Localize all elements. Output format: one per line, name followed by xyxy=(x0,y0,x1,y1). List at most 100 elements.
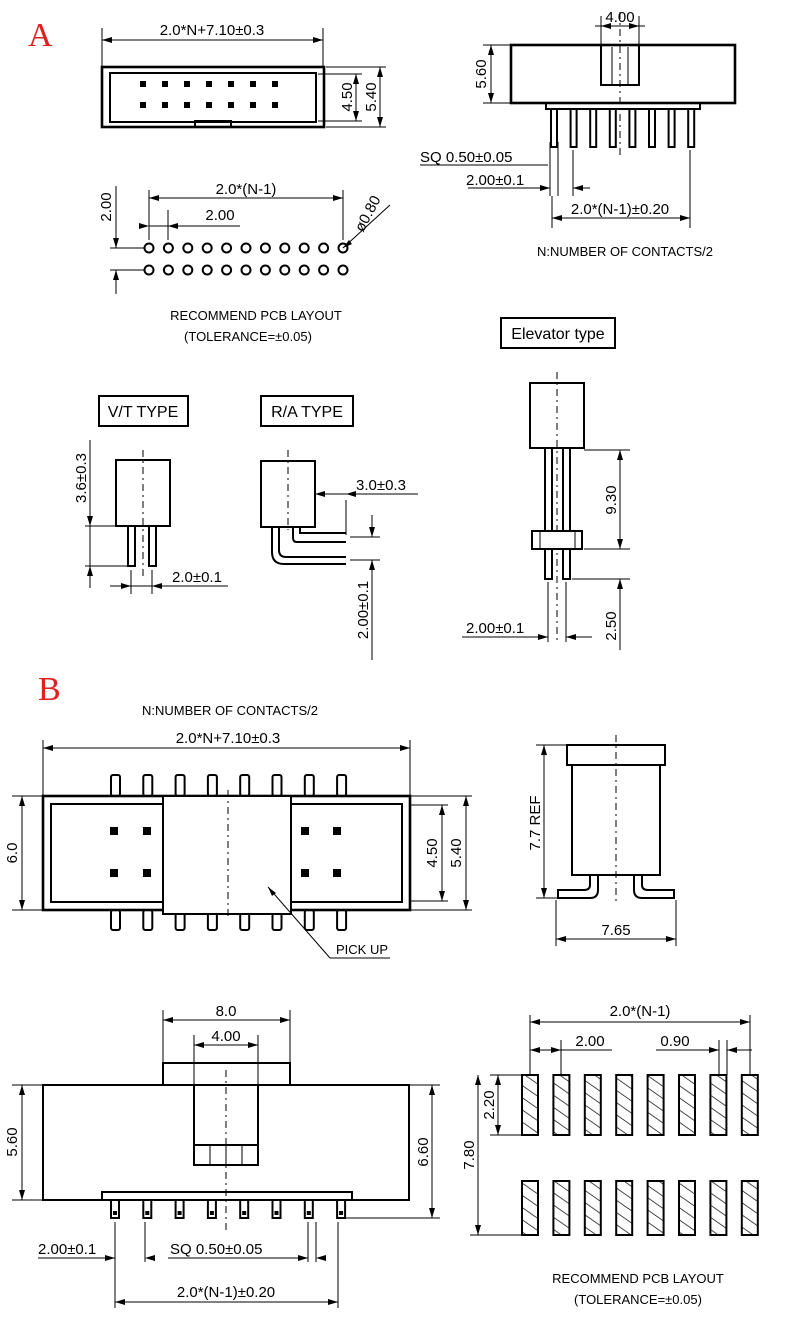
a-top-view: 2.0*N+7.10±0.3 4.50 5.40 xyxy=(100,22,386,129)
b-front-pin-tip xyxy=(145,1211,150,1215)
b-front-pin-tip xyxy=(339,1211,344,1215)
b-pcb-layout: 2.0*(N-1) 2.00 0.90 2.20 7.80 RECOMMEND … xyxy=(461,1003,759,1307)
a-pcb-hole xyxy=(182,264,194,276)
a-top-pin xyxy=(162,81,168,87)
b-top-pin xyxy=(239,774,251,797)
a-vt-height-label: 3.6±0.3 xyxy=(73,453,90,503)
b-pcb-pad xyxy=(646,1180,665,1236)
a-vt-pitch-label: 2.0±0.1 xyxy=(172,569,222,586)
a-side-pin xyxy=(550,108,558,148)
a-pcb-hole xyxy=(221,242,233,254)
b-pcb-pitch-label: 2.00 xyxy=(575,1033,604,1050)
a-top-h2-label: 5.40 xyxy=(363,82,380,111)
a-top-pin xyxy=(184,81,190,87)
b-pcb-pad xyxy=(521,1180,539,1236)
a-pcb-hole xyxy=(182,242,194,254)
b-pcb-pad xyxy=(615,1180,634,1236)
b-front-pin-tip xyxy=(242,1211,247,1215)
b-pcb-pad-label: 0.90 xyxy=(660,1033,689,1050)
a-pcb-hole xyxy=(240,242,252,254)
a-pcb-tolerance: (TOLERANCE=±0.05) xyxy=(184,329,312,344)
a-top-h1-label: 4.50 xyxy=(339,82,356,111)
a-side-sq-label: SQ 0.50±0.05 xyxy=(420,149,512,166)
a-elevator-type: Elevator type 9.30 2.50 2.00±0.1 xyxy=(462,317,630,650)
b-front-pin-tip xyxy=(209,1211,214,1215)
b-pcb-pad xyxy=(740,1074,759,1136)
a-side-pin xyxy=(628,108,637,148)
a-top-pin xyxy=(250,81,256,87)
a-elevator-tail-label: 2.50 xyxy=(603,611,620,640)
b-front-pin xyxy=(174,1199,185,1219)
a-pcb-hole xyxy=(143,264,155,276)
b-pcb-pad-h-label: 2.20 xyxy=(481,1090,498,1119)
a-top-pin xyxy=(140,81,146,87)
b-front-pin xyxy=(303,1199,314,1219)
a-top-pin xyxy=(228,81,234,87)
b-top-h1-label: 4.50 xyxy=(424,838,441,867)
a-pcb-hole xyxy=(162,242,174,254)
b-front-pin-tip xyxy=(274,1211,279,1215)
a-pcb-title: RECOMMEND PCB LAYOUT xyxy=(170,308,342,323)
b-front-view: 8.0 4.00 5.60 6.60 2.00± xyxy=(4,1003,440,1308)
a-side-view: 4.00 5.60 SQ 0.50±0.05 2.00±0.1 2.0*(N-1… xyxy=(420,9,737,259)
b-front-pin xyxy=(336,1199,347,1219)
b-pcb-pad xyxy=(552,1074,571,1136)
a-pcb-hole xyxy=(337,264,349,276)
a-elevator-title: Elevator type xyxy=(511,326,604,343)
b-top-pin xyxy=(336,774,348,797)
a-vt-type: V/T TYPE 3.6±0.3 2.0±0.1 xyxy=(73,395,228,594)
a-pcb-pitch-label: 2.00 xyxy=(205,207,234,224)
b-top-pin xyxy=(174,774,186,797)
a-side-pin xyxy=(648,108,656,148)
a-pcb-hole xyxy=(143,242,155,254)
b-pcb-pad xyxy=(678,1180,696,1236)
section-label-a: A xyxy=(28,17,53,54)
a-pcb-hole xyxy=(259,242,271,254)
a-elevator-pitch-label: 2.00±0.1 xyxy=(466,620,524,637)
a-pcb-hole xyxy=(201,242,213,254)
b-front-pin xyxy=(206,1199,217,1219)
b-top-h2-label: 5.40 xyxy=(448,838,465,867)
b-top-pin xyxy=(271,774,283,797)
b-pcb-pad xyxy=(615,1074,634,1136)
a-pcb-hole xyxy=(201,264,213,276)
a-pcb-hole xyxy=(318,264,330,276)
a-top-pin xyxy=(250,102,256,108)
a-top-pin xyxy=(206,102,212,108)
a-elevator-height-label: 9.30 xyxy=(603,485,620,514)
a-pcb-hole xyxy=(221,264,233,276)
a-top-pin xyxy=(272,81,278,87)
b-front-w2-label: 4.00 xyxy=(211,1028,240,1045)
b-pcb-pad xyxy=(646,1074,665,1136)
a-top-pin xyxy=(162,102,168,108)
b-pcb-span-label: 2.0*(N-1) xyxy=(610,1003,671,1020)
b-front-pin-tip xyxy=(177,1211,182,1215)
a-top-pin xyxy=(206,81,212,87)
b-pcb-pad xyxy=(583,1180,602,1236)
b-pcb-pad xyxy=(709,1074,728,1136)
b-front-h1-label: 5.60 xyxy=(4,1127,21,1156)
b-pcb-title: RECOMMEND PCB LAYOUT xyxy=(552,1271,724,1286)
b-pcb-pad xyxy=(740,1180,759,1236)
b-front-sq-label: SQ 0.50±0.05 xyxy=(170,1241,262,1258)
b-pcb-tolerance: (TOLERANCE=±0.05) xyxy=(574,1292,702,1307)
a-pcb-layout: 2.0*(N-1) 2.00 2.00 ø0.80 RECOMMEND PCB … xyxy=(98,181,391,344)
b-top-pin xyxy=(142,909,154,931)
b-front-pin xyxy=(110,1199,120,1219)
b-pcb-pad xyxy=(709,1180,728,1236)
b-pcb-pad xyxy=(552,1180,571,1236)
a-pcb-hole xyxy=(240,264,252,276)
a-pcb-hole xyxy=(298,242,310,254)
b-front-pin xyxy=(271,1199,282,1219)
b-top-pin xyxy=(336,909,348,931)
b-top-pin xyxy=(303,909,315,931)
b-pcb-row-label: 7.80 xyxy=(461,1140,478,1169)
b-top-view: N:NUMBER OF CONTACTS/2 2.0*N+7.10±0.3 6.… xyxy=(4,703,472,959)
a-pcb-span-label: 2.0*(N-1) xyxy=(216,181,277,198)
b-side-w-label: 7.65 xyxy=(601,922,630,939)
a-pcb-hole xyxy=(162,264,174,276)
a-side-pin xyxy=(569,108,578,148)
a-pcb-hole xyxy=(259,264,271,276)
b-top-pin xyxy=(206,774,218,797)
a-side-pin xyxy=(687,108,696,148)
